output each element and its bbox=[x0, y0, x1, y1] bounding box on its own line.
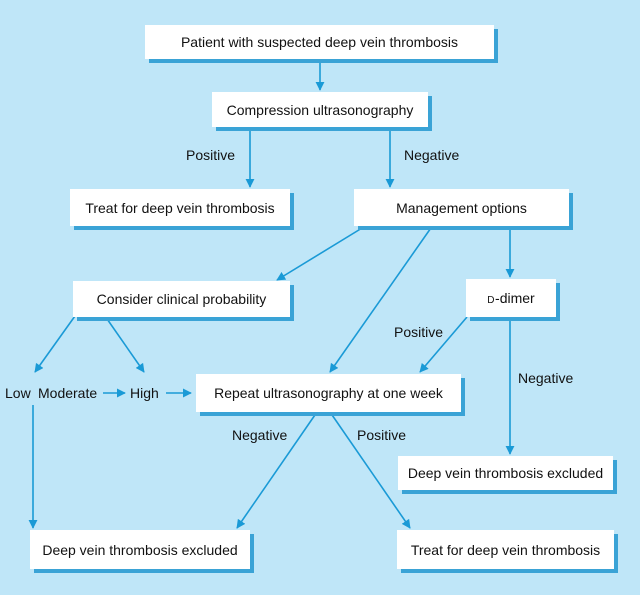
probability-moderate: Moderate bbox=[38, 385, 98, 401]
edge-label-us-negative: Negative bbox=[404, 147, 460, 163]
repeat-ultrasonography-node: Repeat ultrasonography at one week bbox=[196, 374, 461, 412]
edge-label-repeat-negative: Negative bbox=[232, 427, 288, 443]
clinical-probability-node: Consider clinical probability bbox=[73, 281, 290, 317]
treat-dvt-top-label: Treat for deep vein thrombosis bbox=[85, 199, 275, 216]
management-options-label: Management options bbox=[396, 199, 527, 216]
arrow-management-to-repeat bbox=[329, 224, 434, 373]
d-dimer-suffix: -dimer bbox=[495, 289, 535, 306]
d-dimer-node: D-dimer bbox=[466, 279, 556, 317]
treat-dvt-bottom-label: Treat for deep vein thrombosis bbox=[410, 541, 601, 558]
dvt-excluded-right-label: Deep vein thrombosis excluded bbox=[407, 465, 604, 481]
clinical-probability-label: Consider clinical probability bbox=[96, 291, 267, 307]
probability-low: Low bbox=[5, 385, 31, 401]
edge-label-ddimer-negative: Negative bbox=[518, 370, 574, 386]
start-node: Patient with suspected deep vein thrombo… bbox=[145, 25, 494, 59]
management-options-node: Management options bbox=[354, 189, 569, 226]
compression-ultrasonography-node: Compression ultrasonography bbox=[212, 92, 428, 127]
compression-ultrasonography-label: Compression ultrasonography bbox=[226, 101, 414, 118]
edge-label-us-positive: Positive bbox=[186, 147, 236, 163]
start-node-label: Patient with suspected deep vein thrombo… bbox=[180, 34, 459, 50]
probability-high: High bbox=[130, 385, 159, 401]
arrow-clinical-to-low bbox=[34, 315, 76, 373]
edge-label-repeat-positive: Positive bbox=[357, 427, 407, 443]
arrow-repeat-positive-to-treat bbox=[329, 411, 411, 529]
arrow-ddimer-positive-to-repeat bbox=[419, 316, 468, 373]
dvt-excluded-bottom-label: Deep vein thrombosis excluded bbox=[42, 541, 238, 558]
treat-dvt-bottom-node: Treat for deep vein thrombosis bbox=[397, 530, 614, 569]
edge-label-ddimer-positive: Positive bbox=[394, 324, 444, 340]
d-dimer-label: D-dimer bbox=[487, 291, 534, 306]
arrow-management-to-clinical bbox=[276, 224, 368, 281]
treat-dvt-top-node: Treat for deep vein thrombosis bbox=[70, 189, 290, 226]
arrow-repeat-negative-to-excluded bbox=[236, 411, 318, 529]
arrow-clinical-to-high bbox=[104, 315, 145, 373]
repeat-ultrasonography-label: Repeat ultrasonography at one week bbox=[214, 385, 443, 401]
dvt-excluded-right-node: Deep vein thrombosis excluded bbox=[398, 456, 613, 490]
dvt-excluded-bottom-node: Deep vein thrombosis excluded bbox=[30, 530, 250, 569]
d-dimer-prefix: D bbox=[487, 294, 496, 306]
